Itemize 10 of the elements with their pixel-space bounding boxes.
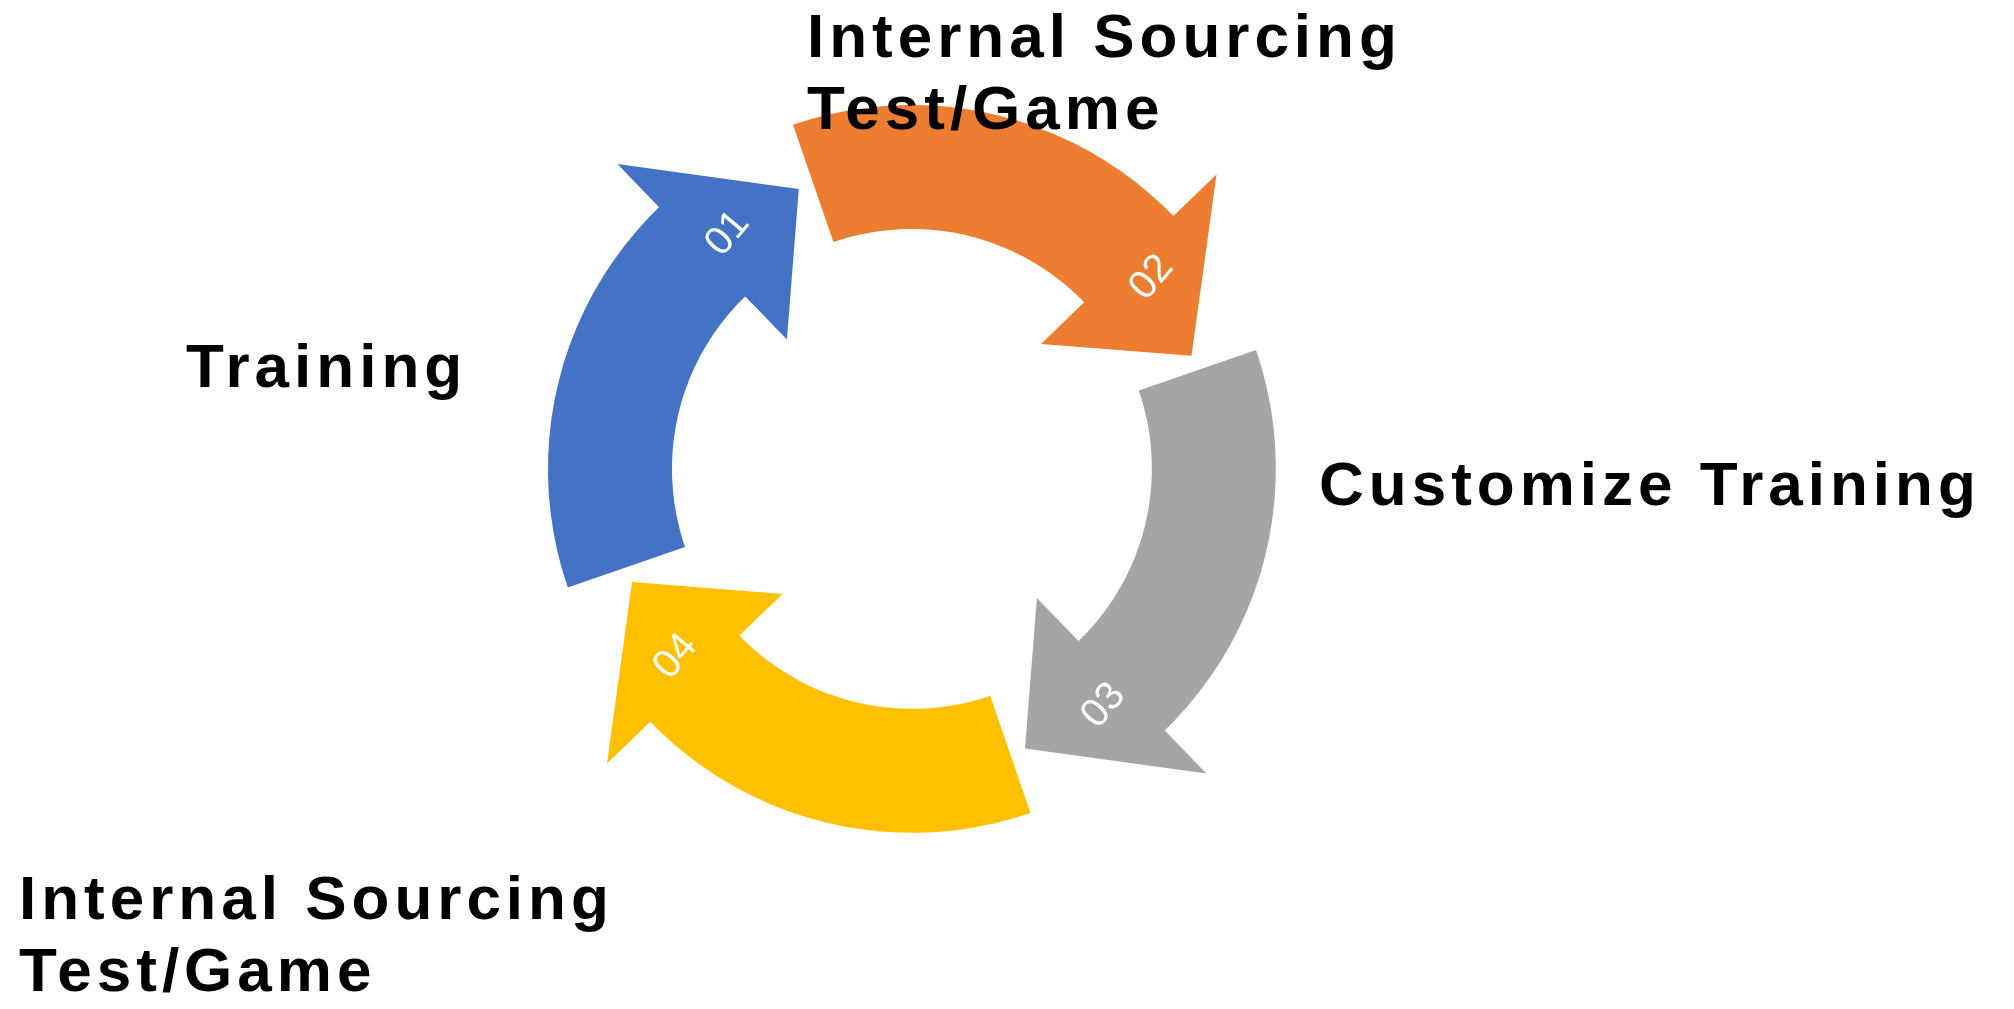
step-number: 02 <box>1118 244 1182 308</box>
step-label: Training <box>186 330 469 402</box>
curved-arrow-segment <box>548 164 799 588</box>
step-number: 04 <box>642 623 706 687</box>
step-label: Customize Training <box>1319 448 1982 520</box>
step-number: 01 <box>694 200 758 264</box>
step-label: Internal Sourcing Test/Game <box>19 862 615 1006</box>
curved-arrow-segment <box>607 582 1031 833</box>
curved-arrow-segment <box>1025 350 1276 774</box>
step-number: 03 <box>1070 672 1134 736</box>
